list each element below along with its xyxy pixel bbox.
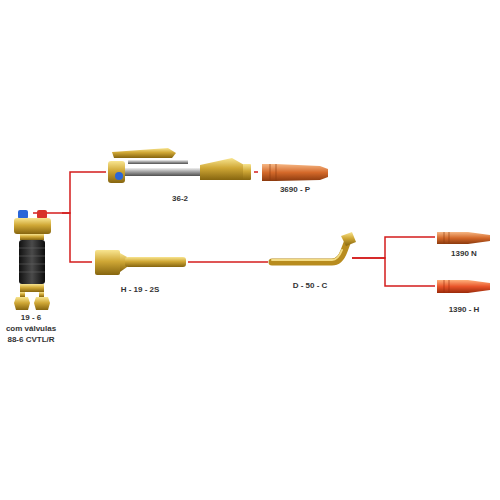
mixer-tube: [125, 257, 186, 267]
handle-collar: [20, 284, 44, 292]
tube-highlight: [272, 250, 342, 260]
part-node: 36-2: [106, 146, 254, 204]
fitting-stem: [39, 292, 44, 297]
hose-connector: [352, 258, 435, 286]
hose-fitting: [14, 297, 30, 310]
valve-body: [14, 218, 51, 234]
part-code: 36-2: [172, 193, 188, 204]
welding-tip: [437, 232, 490, 244]
welding-tip-illustration: [437, 280, 490, 293]
part-node: 1390 N: [435, 228, 493, 259]
oxygen-tube: [128, 160, 188, 164]
part-code: D - 50 - C: [293, 280, 328, 291]
hose-connector: [352, 237, 435, 258]
extension-nut: [341, 232, 356, 246]
part-code: 1390 N: [451, 248, 477, 259]
cutting-lever: [112, 148, 176, 158]
cutting-tip-illustration: [262, 164, 328, 181]
tip-ring: [270, 164, 276, 181]
part-node: D - 50 - C: [268, 232, 352, 291]
part-code: 1390 - H: [449, 304, 480, 315]
part-node: 19 - 6com válvulas 88-6 CVTL/R: [0, 208, 62, 345]
fuel-knob: [37, 210, 47, 219]
fitting-stem: [20, 292, 25, 297]
part-node: 3690 - P: [258, 160, 332, 195]
part-node: H - 19 - 2S: [92, 248, 188, 295]
tip-ring: [444, 280, 449, 293]
welding-tip-illustration: [437, 232, 490, 244]
mixer-nut: [95, 250, 120, 275]
part-code: com válvulas 88-6 CVTL/R: [0, 323, 62, 345]
attachment-knob: [115, 172, 123, 180]
cutting-attachment-illustration: [108, 148, 251, 183]
part-node: 1390 - H: [435, 277, 493, 315]
handle-neck: [20, 234, 44, 240]
cutting-head: [200, 158, 248, 180]
hose-fitting: [34, 297, 50, 310]
attachment-connector: [108, 161, 125, 183]
welding-tip: [437, 280, 490, 293]
cutting-tip: [262, 164, 328, 181]
extension-illustration: [272, 232, 356, 262]
handle-illustration: [14, 210, 62, 310]
head-nut: [243, 164, 251, 180]
part-code: 3690 - P: [280, 184, 310, 195]
part-code: 19 - 6: [21, 312, 41, 323]
extension-tube: [272, 243, 347, 262]
hose-connector: [254, 171, 258, 173]
mixer-illustration: [95, 250, 186, 275]
hose-connector: [62, 172, 106, 213]
grip-knurl: [19, 248, 45, 272]
attachment-tube: [124, 168, 204, 176]
hose-connector: [62, 213, 92, 262]
oxygen-knob: [18, 210, 28, 219]
tip-ring: [444, 232, 449, 244]
part-code: H - 19 - 2S: [121, 284, 160, 295]
hose-connector: [188, 261, 268, 263]
handle-grip: [19, 240, 45, 284]
